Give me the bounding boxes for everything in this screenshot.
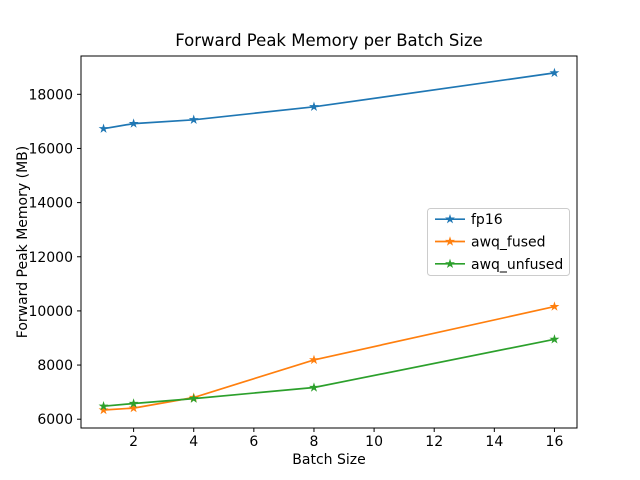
series-marker-awq_fused bbox=[549, 301, 560, 311]
y-tick-label: 16000 bbox=[28, 141, 73, 157]
x-tick-label: 14 bbox=[485, 434, 503, 450]
legend-marker-fp16 bbox=[445, 213, 455, 224]
x-tick-label: 4 bbox=[189, 434, 198, 450]
y-tick-label: 14000 bbox=[28, 196, 73, 212]
y-tick-label: 12000 bbox=[28, 250, 73, 266]
legend-label-awq_unfused: awq_unfused bbox=[471, 257, 563, 273]
series-line-awq_fused bbox=[102, 305, 556, 411]
x-tick-label: 2 bbox=[129, 434, 138, 450]
x-axis-label: Batch Size bbox=[292, 452, 365, 468]
series-line-awq_unfused bbox=[102, 338, 556, 408]
x-tick-label: 16 bbox=[546, 434, 564, 450]
series-marker-fp16 bbox=[128, 118, 139, 128]
series-marker-awq_unfused bbox=[188, 393, 199, 403]
x-tick-label: 12 bbox=[425, 434, 443, 450]
series-marker-awq_unfused bbox=[549, 334, 560, 344]
series-marker-fp16 bbox=[188, 114, 199, 124]
series-marker-awq_fused bbox=[128, 402, 139, 413]
legend-label-fp16: fp16 bbox=[471, 212, 503, 228]
plot-area: 2 4 6 8 10 12 14 16 6000 8000 10000 12000 14000 16000… bbox=[28, 55, 578, 450]
y-tick-label: 18000 bbox=[28, 87, 73, 103]
series-marker-fp16 bbox=[549, 67, 560, 78]
x-tick-label: 6 bbox=[249, 434, 258, 450]
x-tick-label: 10 bbox=[365, 434, 383, 450]
legend-marker-awq_unfused bbox=[445, 258, 455, 269]
y-axis-label: Forward Peak Memory (MB) bbox=[15, 146, 31, 338]
series-marker-awq_unfused bbox=[98, 401, 109, 411]
series-marker-awq_unfused bbox=[128, 398, 139, 408]
series-marker-fp16 bbox=[98, 123, 109, 133]
series-marker-awq_unfused bbox=[309, 382, 319, 392]
y-tick-label: 10000 bbox=[28, 304, 73, 320]
x-tick-label: 8 bbox=[310, 434, 319, 450]
series-marker-fp16 bbox=[309, 101, 319, 111]
series-marker-awq_fused bbox=[98, 404, 109, 415]
y-tick-label: 6000 bbox=[37, 412, 73, 428]
series-line-fp16 bbox=[102, 72, 556, 130]
legend-label-awq_fused: awq_fused bbox=[471, 235, 546, 251]
y-tick-label: 8000 bbox=[37, 358, 73, 374]
legend-marker-awq_fused bbox=[445, 236, 455, 246]
legend-box bbox=[427, 208, 570, 276]
series-marker-awq_fused bbox=[309, 354, 319, 365]
plot-border bbox=[80, 55, 578, 429]
chart-title: Forward Peak Memory per Batch Size bbox=[175, 31, 483, 50]
